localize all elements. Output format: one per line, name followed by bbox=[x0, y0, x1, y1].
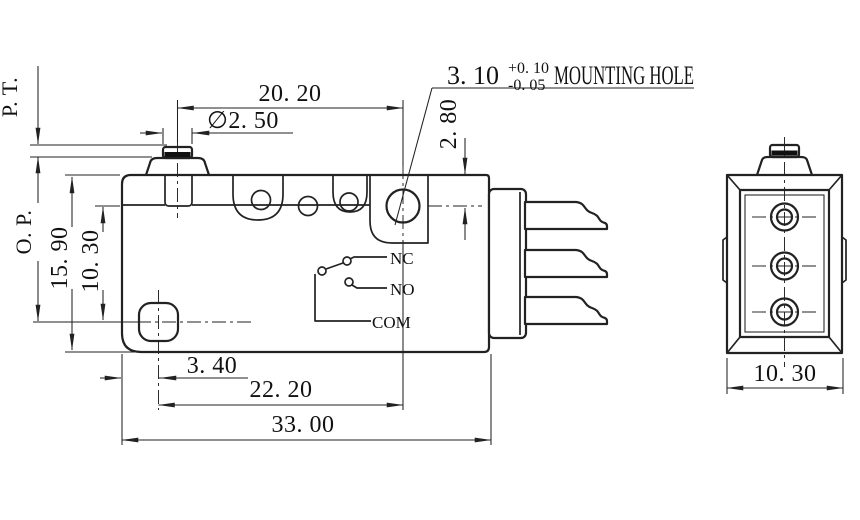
dim-33-00-label: 33. 00 bbox=[272, 412, 335, 438]
dim-op-label: O. P. bbox=[11, 210, 36, 255]
end-plunger-cap-fill bbox=[771, 150, 798, 156]
dim-10-30-end-label: 10. 30 bbox=[754, 361, 817, 387]
dim-20-20-label: 20. 20 bbox=[259, 81, 322, 107]
terminal-pin-3 bbox=[523, 295, 609, 326]
dim-15-90-label: 15. 90 bbox=[47, 227, 73, 290]
side-rib-right bbox=[841, 236, 847, 284]
nc-contact bbox=[342, 256, 352, 266]
switch-body-outline bbox=[120, 173, 491, 354]
plunger-stem bbox=[164, 175, 193, 207]
dim-22-20-label: 22. 20 bbox=[250, 377, 313, 403]
dim-3-40-label: 3. 40 bbox=[187, 353, 238, 379]
side-view bbox=[112, 138, 609, 410]
tolerance-minus-label: -0. 05 bbox=[508, 77, 545, 94]
tolerance-plus-label: +0. 10 bbox=[508, 60, 549, 77]
terminal-pocket-2 bbox=[332, 175, 368, 213]
com-lead bbox=[314, 274, 371, 322]
pivot-contact bbox=[317, 266, 327, 276]
dim-10-30-left-label: 10. 30 bbox=[78, 230, 104, 293]
circuit-symbol: NC NO COM bbox=[314, 249, 415, 332]
terminal-pin-1 bbox=[523, 200, 609, 231]
nc-lead bbox=[349, 256, 387, 260]
bevel-tl bbox=[726, 174, 741, 191]
bevel-bl bbox=[726, 336, 741, 354]
rivet-circle-3 bbox=[339, 192, 359, 212]
dim-3-10-label: 3. 10 bbox=[447, 61, 499, 90]
no-label: NO bbox=[390, 280, 415, 299]
no-lead bbox=[351, 284, 387, 289]
rivet-circle-1 bbox=[250, 189, 272, 211]
end-view bbox=[722, 137, 847, 367]
dimensions: 20. 20 ∅2. 50 3. 10 +0. 10 -0. 05 MOUNTI… bbox=[0, 60, 844, 445]
dim-dia-2-50-label: ∅2. 50 bbox=[207, 108, 279, 134]
mounting-hole-pocket bbox=[369, 175, 429, 244]
nc-label: NC bbox=[390, 249, 414, 268]
bevel-tr bbox=[828, 174, 843, 191]
no-contact bbox=[344, 277, 354, 287]
bevel-br bbox=[828, 336, 843, 354]
terminal-pocket-1 bbox=[232, 175, 284, 221]
side-rib-left bbox=[722, 236, 728, 284]
com-label: COM bbox=[372, 313, 411, 332]
switch-lever bbox=[325, 262, 344, 270]
leader-mounting-hole bbox=[394, 87, 433, 226]
terminal-pin-2 bbox=[523, 248, 609, 279]
plunger-cap-fill bbox=[164, 152, 191, 157]
dim-2-80-label: 2. 80 bbox=[436, 99, 462, 150]
dim-pt-label: P. T. bbox=[0, 77, 22, 117]
mounting-hole-note: MOUNTING HOLE bbox=[554, 61, 694, 90]
rivet-circle-2 bbox=[297, 195, 319, 217]
